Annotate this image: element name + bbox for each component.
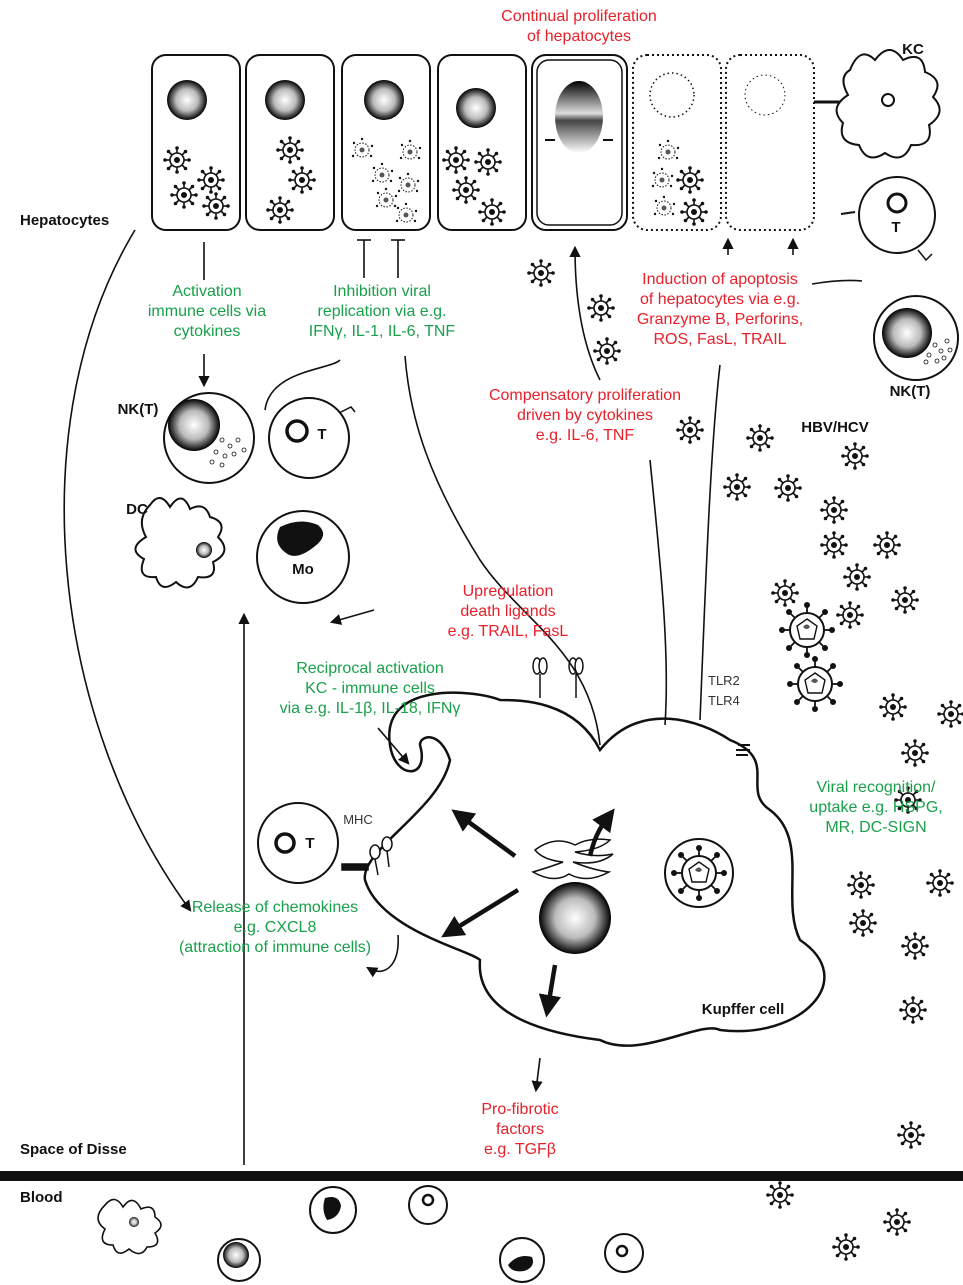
label-blood: Blood bbox=[20, 1188, 63, 1208]
label-nkt-left: NK(T) bbox=[108, 400, 168, 420]
label-hbv-hcv: HBV/HCV bbox=[795, 418, 875, 438]
label-mo: Mo bbox=[288, 560, 318, 580]
hepatocyte-row bbox=[152, 55, 814, 230]
t-cell-mhc bbox=[258, 803, 338, 883]
label-kc-top: KC bbox=[898, 40, 928, 60]
label-nkt-right: NK(T) bbox=[880, 382, 940, 402]
label-t-right: T bbox=[886, 218, 906, 238]
label-dc: DC bbox=[122, 500, 152, 520]
label-t-cell: T bbox=[312, 425, 332, 445]
nkt-cell-right bbox=[874, 296, 958, 380]
label-activation: Activation immune cells via cytokines bbox=[137, 282, 277, 342]
label-viral-recognition: Viral recognition/ uptake e.g. HSPG, MR,… bbox=[790, 778, 962, 838]
label-continual-proliferation: Continual proliferation of hepatocytes bbox=[484, 7, 674, 47]
label-hepatocytes: Hepatocytes bbox=[20, 211, 109, 231]
label-space-of-disse: Space of Disse bbox=[20, 1140, 127, 1160]
label-profibrotic: Pro-fibrotic factors e.g. TGFβ bbox=[460, 1100, 580, 1160]
label-tlr: TLR2 TLR4 bbox=[708, 671, 740, 711]
label-upregulation: Upregulation death ligands e.g. TRAIL, F… bbox=[428, 582, 588, 642]
label-induction: Induction of apoptosis of hepatocytes vi… bbox=[620, 270, 820, 350]
label-t-mhc: T bbox=[300, 834, 320, 854]
label-reciprocal: Reciprocal activation KC - immune cells … bbox=[255, 659, 485, 719]
label-kupffer: Kupffer cell bbox=[688, 1000, 798, 1020]
label-mhc: MHC bbox=[338, 810, 378, 830]
kc-cell-top bbox=[814, 50, 940, 158]
label-compensatory: Compensatory proliferation driven by cyt… bbox=[470, 386, 700, 446]
label-release: Release of chemokines e.g. CXCL8 (attrac… bbox=[165, 898, 385, 958]
space-of-disse-line bbox=[0, 1171, 963, 1181]
blood-cells bbox=[98, 1186, 643, 1282]
label-inhibition: Inhibition viral replication via e.g. IF… bbox=[292, 282, 472, 342]
